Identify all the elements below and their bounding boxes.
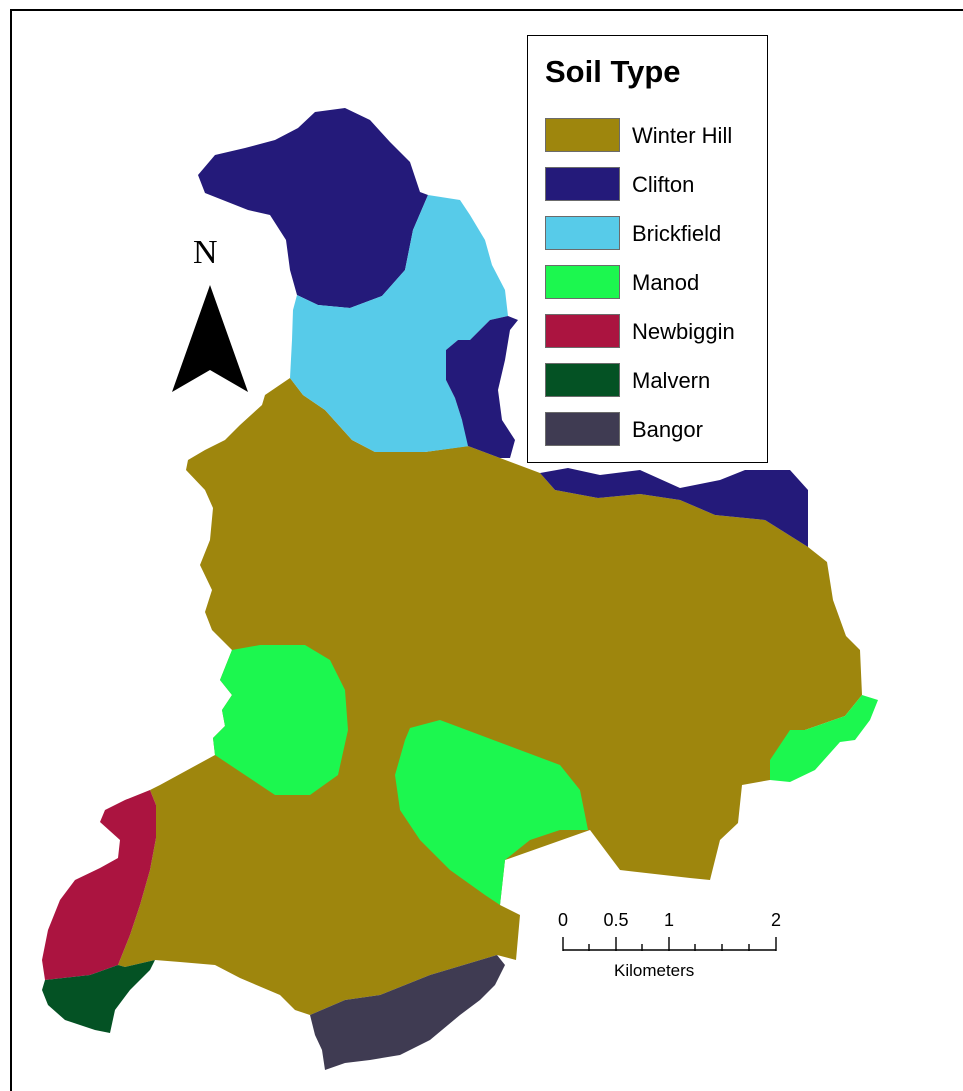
scale-tick-label: 0.5	[603, 910, 629, 930]
region-clifton-strip	[446, 316, 518, 458]
legend-label: Malvern	[632, 368, 711, 393]
legend-item-newbiggin: Newbiggin	[545, 314, 760, 350]
scale-units: Kilometers	[614, 961, 695, 980]
region-manod-central	[395, 720, 588, 905]
region-manod-east	[770, 695, 878, 782]
region-bangor	[310, 955, 505, 1070]
region-manod-west	[213, 645, 348, 795]
legend: Soil Type Winter Hill Clifton Brickfield…	[527, 35, 768, 463]
region-clifton-east	[540, 468, 808, 547]
region-clifton-north	[198, 108, 428, 308]
scale-tick-label: 0	[557, 910, 569, 930]
region-newbiggin	[42, 790, 156, 980]
legend-title: Soil Type	[545, 54, 681, 89]
legend-swatch	[545, 265, 620, 299]
legend-swatch	[545, 412, 620, 446]
legend-label: Manod	[632, 270, 700, 295]
scale-tick-label: 1	[663, 910, 675, 930]
region-malvern	[42, 960, 155, 1033]
legend-label: Bangor	[632, 417, 703, 442]
region-winter-hill	[118, 378, 862, 1015]
legend-swatch	[545, 118, 620, 152]
legend-swatch	[545, 167, 620, 201]
north-label: N	[193, 234, 218, 271]
scale-bar-lines	[562, 937, 777, 951]
north-arrow-icon	[172, 285, 248, 392]
legend-swatch	[545, 363, 620, 397]
legend-label: Clifton	[632, 172, 695, 197]
legend-label: Winter Hill	[632, 123, 733, 148]
legend-item-clifton: Clifton	[545, 167, 760, 203]
scale-tick-label: 2	[770, 910, 782, 930]
legend-swatch	[545, 216, 620, 250]
legend-item-bangor: Bangor	[545, 412, 760, 448]
legend-label: Newbiggin	[632, 319, 735, 344]
legend-item-malvern: Malvern	[545, 363, 760, 399]
map-frame	[10, 9, 963, 1091]
scale-bar: 0 0.5 1 2 Kilometers	[556, 910, 786, 990]
region-brickfield	[290, 195, 508, 452]
legend-swatch	[545, 314, 620, 348]
legend-item-brickfield: Brickfield	[545, 216, 760, 252]
legend-label: Brickfield	[632, 221, 722, 246]
legend-item-winter-hill: Winter Hill	[545, 118, 760, 154]
legend-item-manod: Manod	[545, 265, 760, 301]
